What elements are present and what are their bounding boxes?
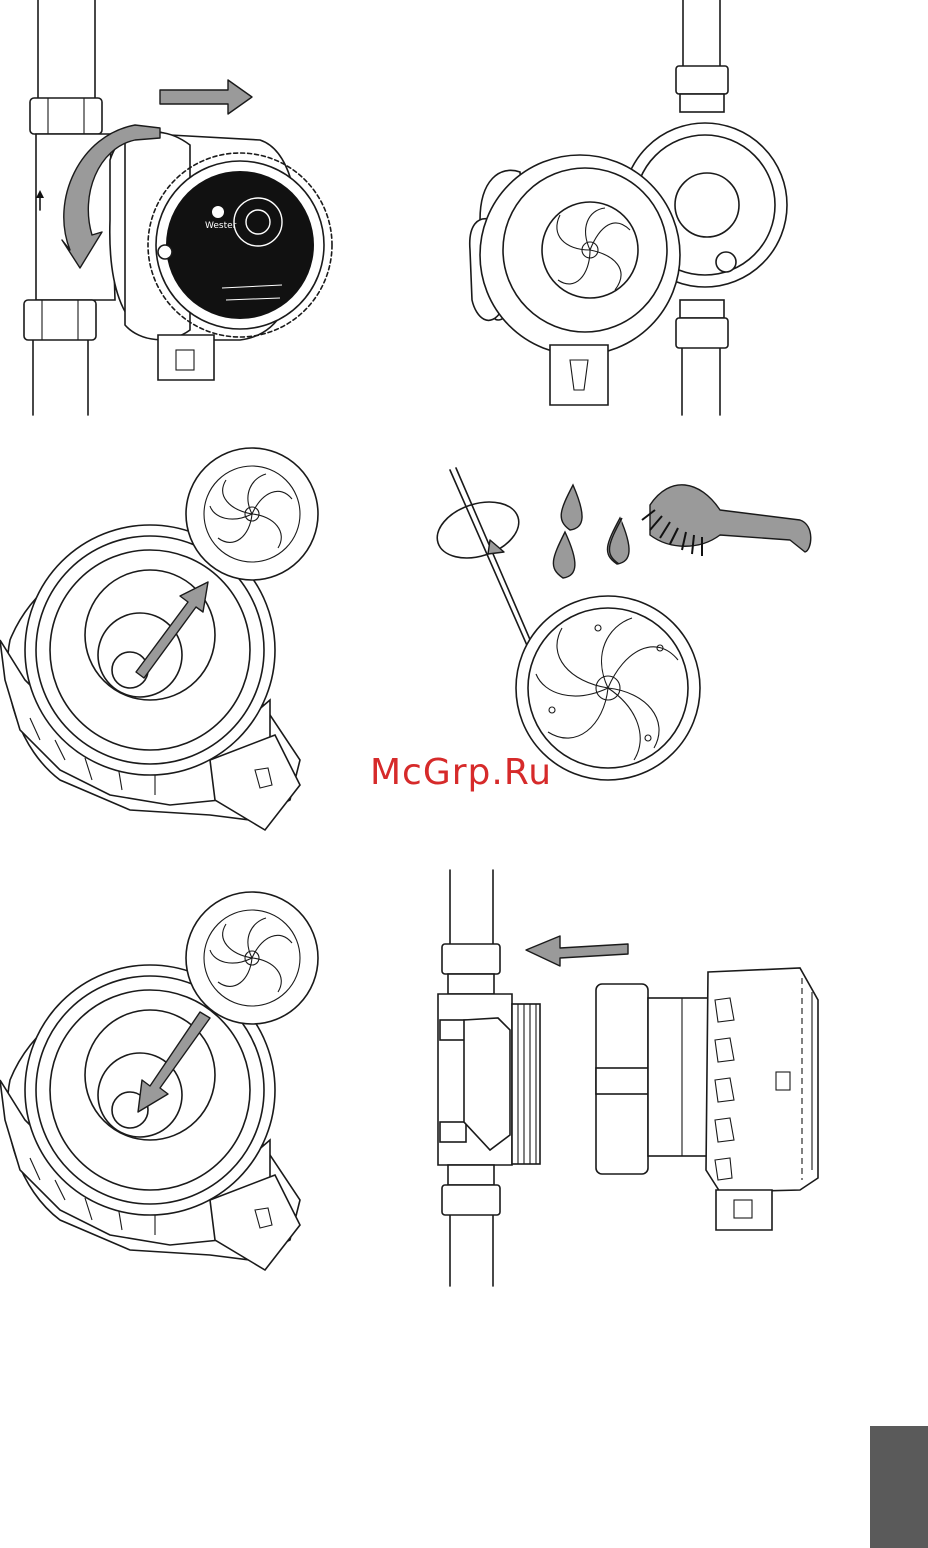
watermark-text: McGrp.Ru	[370, 752, 552, 793]
impeller-cleaning-icon	[420, 440, 840, 800]
page-corner-tab	[870, 1426, 928, 1548]
impeller-extract-icon	[0, 440, 400, 840]
pump-unscrew-icon: Wester	[0, 0, 400, 420]
pump-head-removed-icon	[440, 0, 840, 420]
step-5-impeller-insert	[0, 880, 400, 1280]
impeller-insert-icon	[0, 880, 400, 1280]
step-4-impeller-cleaning	[420, 440, 840, 800]
pump-reassemble-icon	[420, 860, 840, 1290]
step-3-impeller-extract	[0, 440, 400, 840]
step-2-pump-head-removed	[440, 0, 840, 420]
step-6-pump-reassemble	[420, 860, 840, 1290]
brand-label: Wester	[205, 221, 237, 231]
step-1-pump-unscrew: Wester	[0, 0, 400, 420]
